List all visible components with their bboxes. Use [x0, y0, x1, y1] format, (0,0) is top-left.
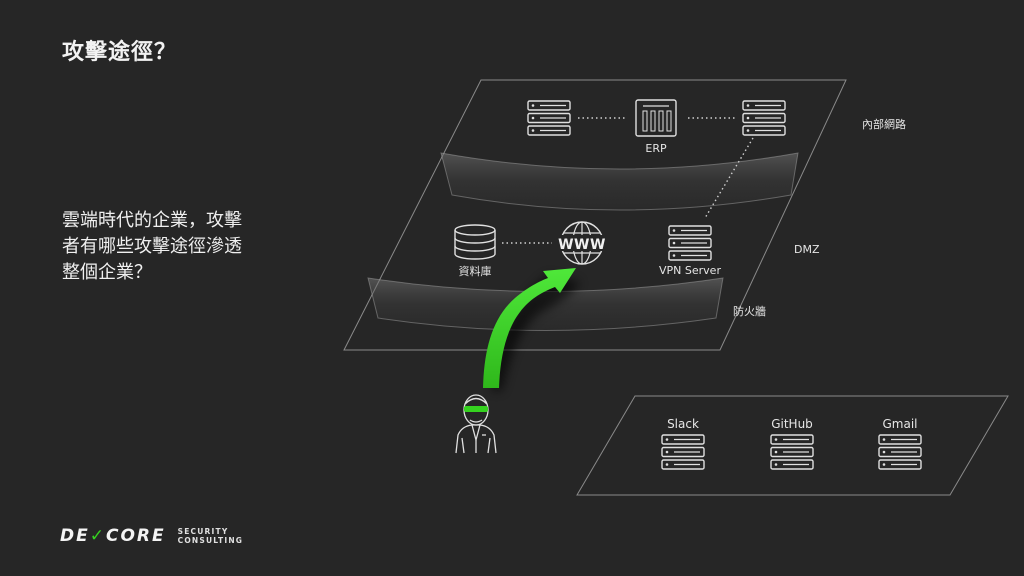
company-logo: DE✓CORE SECURITY CONSULTING: [60, 526, 243, 546]
database-label: 資料庫: [459, 264, 492, 278]
internal-server-left-icon: [528, 101, 570, 135]
zone-internal-label: 內部網路: [862, 117, 906, 131]
erp-server-icon: [636, 100, 676, 136]
vpn-label: VPN Server: [659, 264, 721, 277]
vpn-server-icon: [669, 226, 711, 260]
cloud-service-label: Slack: [667, 417, 699, 431]
logo-wordmark: DE✓CORE: [60, 526, 166, 546]
internal-server-right-icon: [743, 101, 785, 135]
cloud-service-label: Gmail: [882, 417, 917, 431]
gmail-server-icon: [879, 435, 921, 469]
hacker-goggles: [464, 406, 488, 412]
slack-server-icon: [662, 435, 704, 469]
cloud-plane: [577, 396, 1008, 495]
zone-firewall-label: 防火牆: [733, 304, 766, 318]
erp-label: ERP: [645, 142, 667, 155]
hacker-icon: [456, 395, 496, 453]
cloud-service-label: GitHub: [771, 417, 813, 431]
github-server-icon: [771, 435, 813, 469]
database-icon: [455, 225, 495, 259]
zone-dmz-label: DMZ: [794, 243, 820, 256]
firewall-band-inner: [441, 153, 798, 210]
www-label: WWW: [558, 237, 606, 253]
logo-subtitle: SECURITY CONSULTING: [178, 527, 244, 545]
